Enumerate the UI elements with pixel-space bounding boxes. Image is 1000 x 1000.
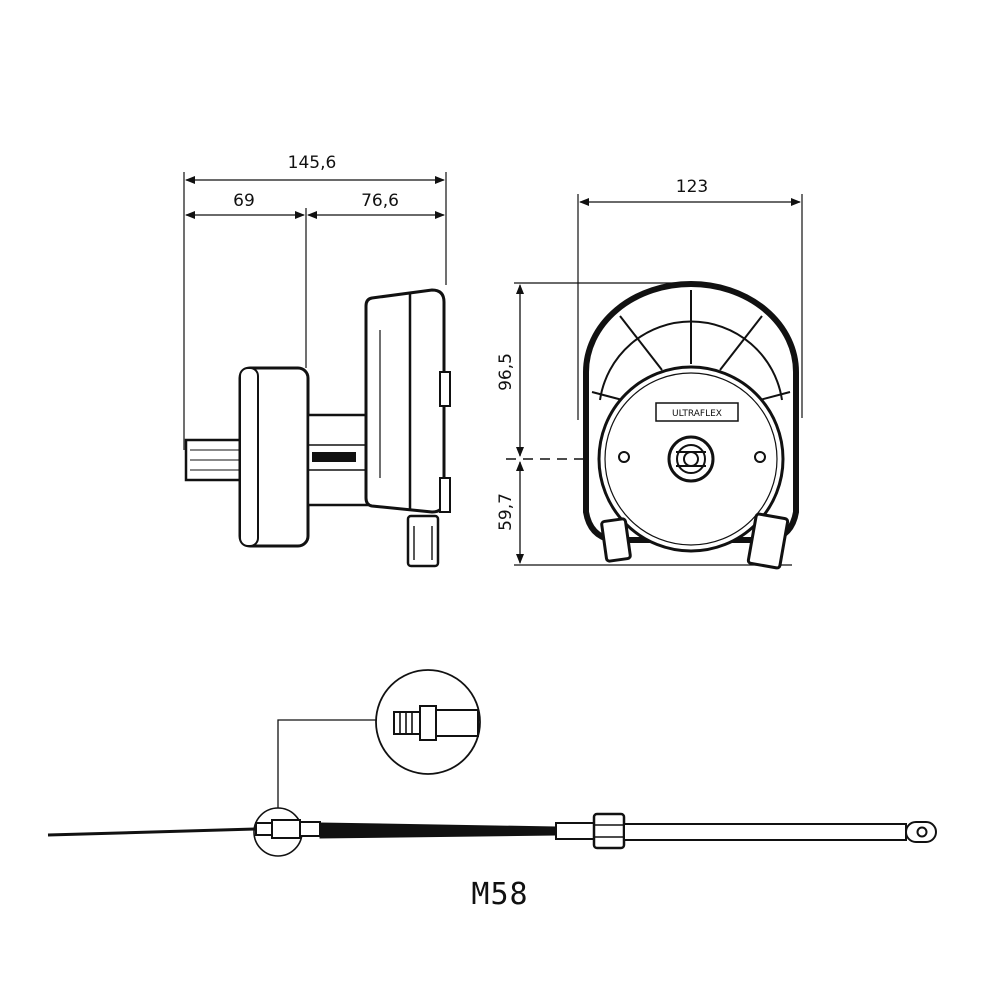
cable-outlet-front — [746, 512, 790, 570]
column-slot — [312, 452, 356, 462]
cable-sheath — [319, 822, 557, 839]
push-rod — [623, 823, 907, 841]
hex-nut — [592, 812, 626, 850]
detail-leader-line — [277, 719, 382, 808]
dimension-overall-width: 145,6 — [288, 153, 337, 173]
housing-bolt-lower — [439, 477, 451, 513]
mounting-hole-right — [754, 451, 766, 463]
dimension-upper-height: 96,5 — [496, 353, 516, 391]
housing-bolt-upper — [439, 371, 451, 407]
model-label: M58 — [471, 877, 528, 912]
brand-plate — [655, 402, 739, 422]
dimension-right-width: 76,6 — [361, 191, 399, 211]
end-fitting — [255, 822, 273, 836]
dimension-front-width: 123 — [676, 177, 708, 197]
cable-view: M58 — [47, 669, 937, 912]
foot-left — [600, 517, 632, 563]
rod-eye-hole — [916, 826, 928, 838]
dimension-lower-height: 59,7 — [496, 493, 516, 531]
housing — [364, 288, 446, 514]
side-view: 145,6 69 76,6 — [183, 153, 451, 568]
tube-section — [555, 822, 595, 840]
front-view: 123 96,5 59,7 ULTRAFLEX — [496, 177, 803, 570]
brand-label: ULTRAFLEX — [672, 409, 722, 419]
mounting-hole-left — [618, 451, 630, 463]
core-wire — [47, 827, 257, 837]
dimension-left-width: 69 — [233, 191, 255, 211]
detail-connector — [393, 705, 479, 741]
cable-outlet — [406, 514, 440, 568]
